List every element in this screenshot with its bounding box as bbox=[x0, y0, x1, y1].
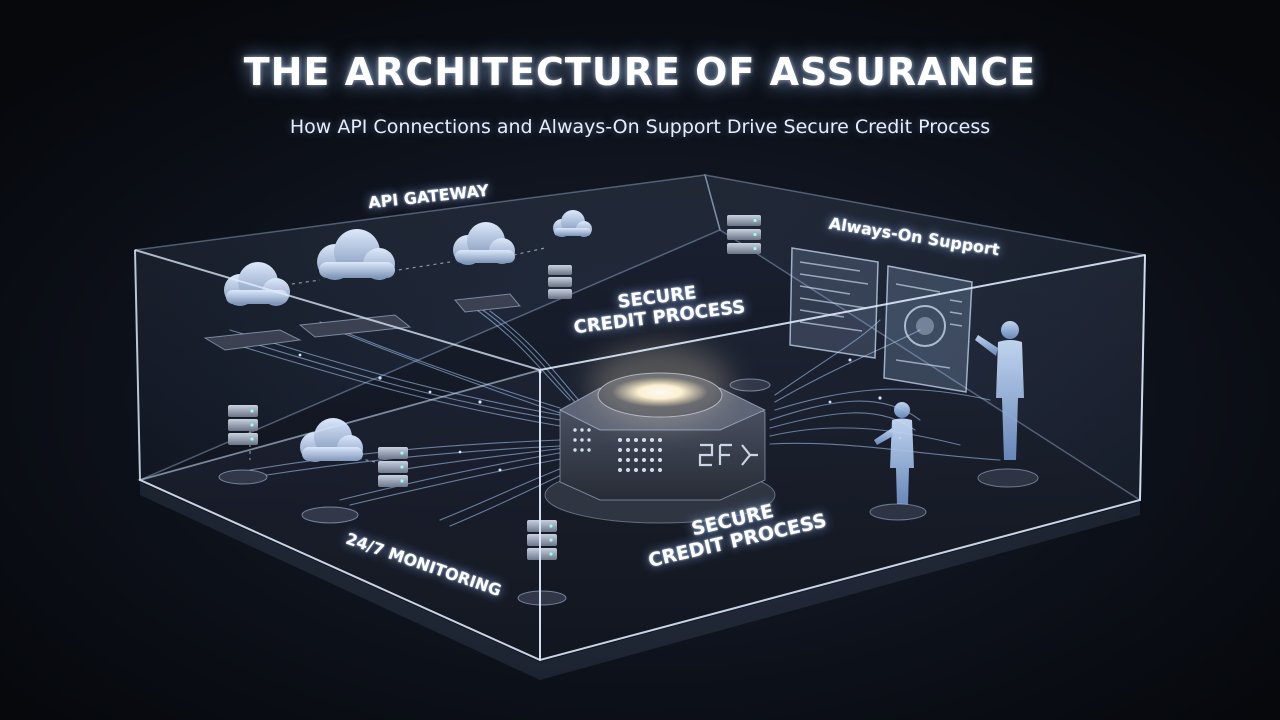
cloud-icon bbox=[317, 229, 395, 280]
pedestal bbox=[301, 506, 359, 524]
cloud-icon bbox=[453, 222, 515, 265]
platforms bbox=[203, 293, 521, 351]
page-subtitle: How API Connections and Always-On Suppor… bbox=[289, 116, 991, 138]
person-icon bbox=[869, 402, 927, 521]
cloud-icon bbox=[224, 262, 290, 306]
person-icon bbox=[975, 321, 1039, 488]
server-icon bbox=[727, 215, 761, 254]
server-icon bbox=[218, 405, 268, 485]
server-icon bbox=[548, 265, 572, 299]
cloud-icon bbox=[553, 210, 592, 237]
server-icon bbox=[517, 520, 567, 606]
page-title: THE ARCHITECTURE OF ASSURANCE bbox=[243, 50, 1037, 94]
floor-reflection bbox=[140, 482, 1140, 680]
server-icon bbox=[378, 447, 408, 487]
screen-panel-icon bbox=[789, 247, 879, 359]
core-hub-icon bbox=[544, 345, 776, 524]
box-edges bbox=[134, 249, 1146, 662]
cloud-icon bbox=[300, 418, 363, 462]
screen-panel-icon bbox=[883, 265, 973, 393]
